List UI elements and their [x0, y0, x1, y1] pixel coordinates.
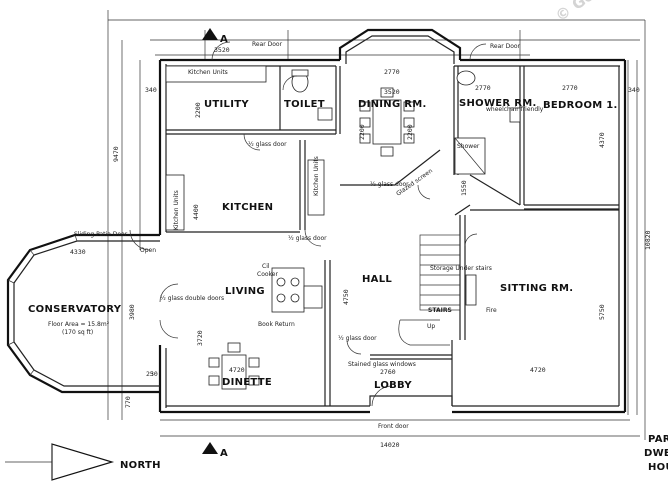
dim-bedroom-width: 2770	[562, 84, 578, 92]
fixtures	[165, 65, 521, 313]
section-label-top: A	[220, 34, 228, 45]
room-label-living: LIVING	[225, 286, 265, 297]
note-fireplace: Fire	[486, 307, 497, 314]
room-label-sitting: SITTING RM.	[500, 283, 573, 294]
room-label-dinette: DINETTE	[222, 377, 272, 388]
room-label-dining: DINING RM.	[358, 99, 427, 110]
note-floor-area-ft: (170 sq ft)	[62, 329, 93, 336]
dim-hall-height: 4750	[342, 289, 350, 305]
north-arrow	[5, 443, 115, 481]
note-kitchen-units-side: Kitchen Units	[173, 190, 180, 230]
dim-lobby-width: 2760	[380, 368, 396, 376]
external-walls	[158, 28, 627, 414]
room-label-bedroom: BEDROOM 1.	[543, 100, 618, 111]
dim-overall-height: 9470	[112, 146, 120, 162]
dim-right-total: 10820	[644, 230, 652, 250]
note-glass-door-kitchen: ½ glass door	[248, 141, 287, 148]
note-sliding-doors: Sliding Patio Door	[74, 231, 128, 238]
dim-shower-width: 2770	[475, 84, 491, 92]
title-block-line-3: HOUS	[648, 462, 668, 473]
note-shower: Shower	[457, 143, 480, 150]
dim-tag-340-right: 340	[628, 86, 640, 94]
note-glass-door-lobby: ½ glass door	[338, 335, 377, 342]
section-label-bottom: A	[220, 448, 228, 459]
dim-sitting-width: 4720	[530, 366, 546, 374]
title-block-line-1: PART	[648, 434, 668, 445]
dim-dining-width: 2770	[384, 68, 400, 76]
room-label-kitchen: KITCHEN	[222, 202, 273, 213]
dim-dinette-left: 770	[124, 396, 132, 408]
dim-conservatory-height: 3980	[128, 304, 136, 320]
dim-sitting-height: 5750	[598, 304, 606, 320]
dim-right-height: 4370	[598, 132, 606, 148]
room-label-hall: HALL	[362, 274, 392, 285]
note-book-return: Book Return	[258, 321, 295, 328]
note-rear-door-left: Rear Door	[252, 41, 283, 48]
door-swings	[129, 41, 487, 407]
note-cil: Cil	[262, 263, 270, 270]
dim-shower-depth: 1550	[460, 180, 468, 196]
conservatory-walls	[6, 233, 160, 394]
room-label-stairs: STAIRS	[428, 307, 452, 314]
room-label-shower: SHOWER RM.	[459, 98, 537, 109]
section-markers	[202, 28, 218, 454]
dim-kitchen-height: 4400	[192, 204, 200, 220]
dimension-lines	[107, 10, 646, 440]
note-front-door: Front door	[378, 423, 409, 430]
dim-utility-height: 2200	[194, 102, 202, 118]
dim-living-height: 3720	[196, 330, 204, 346]
room-label-conservatory: CONSERVATORY	[28, 304, 122, 315]
dim-dining-height-1: 2200	[358, 124, 366, 140]
note-kitchen-units-mid: Kitchen Units	[313, 156, 320, 196]
room-label-utility: UTILITY	[204, 99, 249, 110]
title-block-line-2: DWELL	[644, 448, 668, 459]
watermark-text: © Goodbody Estate Agents	[552, 0, 668, 25]
dim-dinette-width: 4720	[229, 366, 245, 374]
dim-tag-340-left: 340	[145, 86, 157, 94]
note-stained-glass: Stained glass windows	[348, 361, 416, 368]
note-storage-under-stairs: Storage Under stairs	[430, 265, 492, 272]
dim-tag-3: 3	[150, 370, 154, 378]
dinette-table	[208, 342, 260, 390]
dining-table	[359, 87, 415, 157]
staircase	[398, 234, 461, 346]
dim-utility-width: 3520	[214, 46, 230, 54]
dim-overall-width: 14020	[380, 441, 400, 449]
dim-dining-width-2: 3520	[384, 88, 400, 96]
dim-dinette-left-2: 250	[146, 370, 158, 378]
note-cooker: Cooker	[257, 271, 278, 278]
north-label: NORTH	[120, 460, 161, 471]
dim-dining-height-2: 2200	[406, 124, 414, 140]
note-glass-door-mid: ½ glass door	[370, 181, 409, 188]
room-label-toilet: TOILET	[284, 99, 325, 110]
dim-conservatory-width: 4330	[70, 248, 86, 256]
note-open: Open	[140, 247, 156, 254]
note-floor-area: Floor Area = 15.8m²	[48, 321, 110, 328]
note-wheelchair: wheelchair friendly	[486, 106, 544, 113]
note-up: Up	[427, 323, 435, 330]
note-kitchen-units-top: Kitchen Units	[188, 69, 228, 76]
room-label-lobby: LOBBY	[374, 380, 412, 391]
note-rear-door-right: Rear Door	[490, 43, 521, 50]
note-glass-double-doors: ½ glass double doors	[160, 295, 224, 302]
note-glass-door-hall: ½ glass door	[288, 235, 327, 242]
